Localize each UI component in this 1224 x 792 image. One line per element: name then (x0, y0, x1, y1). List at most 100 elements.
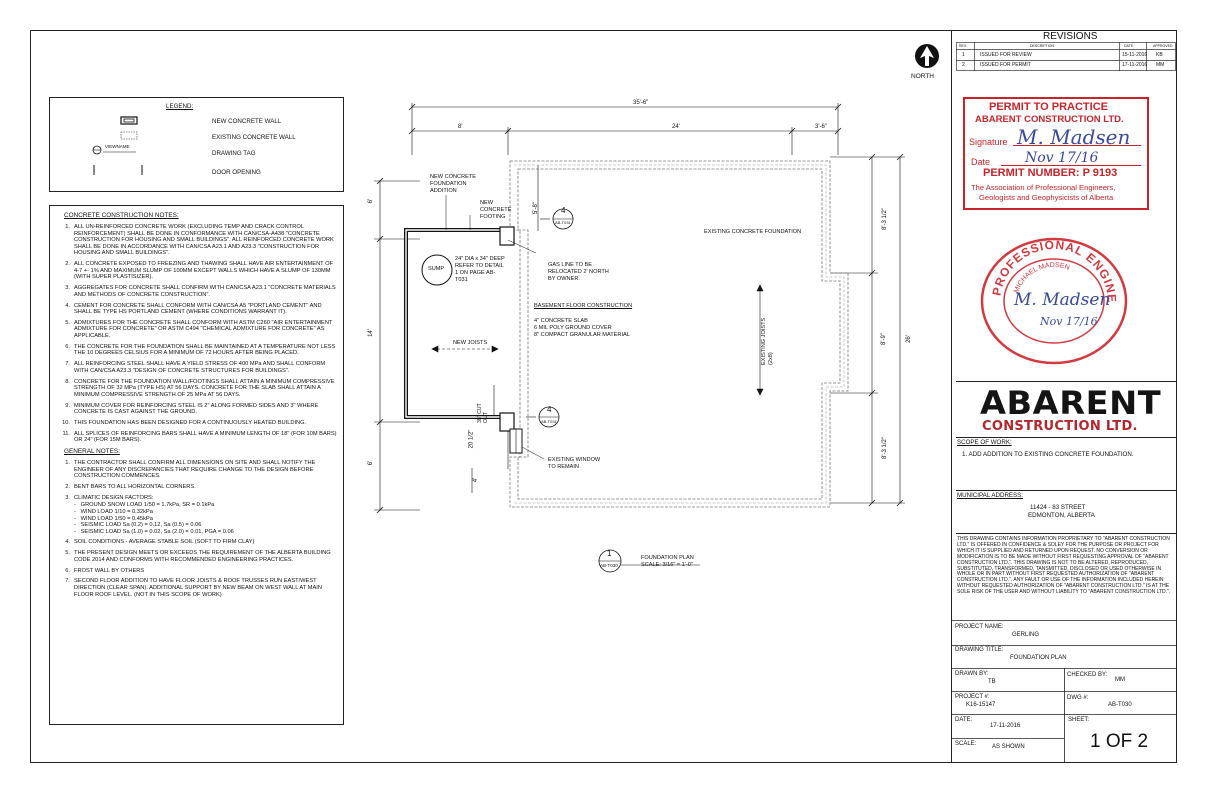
basement-title: BASEMENT FLOOR CONSTRUCTION (534, 303, 633, 309)
dimension-ticks (376, 103, 904, 514)
view-title: FOUNDATION PLAN (641, 555, 694, 561)
climatic-factor: - WIND LOAD 1/10 = 0.32kPa (74, 509, 153, 516)
dim-inner-bot: 20 1/2" (468, 429, 475, 449)
permit-stamp: PERMIT TO PRACTICE ABARENT CONSTRUCTION … (963, 97, 1149, 210)
rev-row-date: 17-11-2016 (1122, 62, 1148, 68)
new-wall-symbol (120, 116, 138, 125)
engineer-seal: PROFESSIONAL ENGINEER MICHAEL MADSEN M. … (978, 233, 1128, 365)
concrete-note: 9.MINIMUM COVER FOR REINFORCING STEEL IS… (65, 402, 319, 416)
dim-right-top: 8'-3 1/2" (881, 208, 888, 230)
company-logo-subtitle: CONSTRUCTION LTD. (982, 419, 1138, 434)
sump-circle (421, 254, 453, 286)
dim-left-seg: 8' (458, 124, 463, 130)
rev-row-num: 1 (962, 52, 965, 58)
revisions-grid (956, 42, 1176, 71)
legend-tag-sample: VIEWNAME (105, 144, 130, 149)
legend-drawing-tag: DRAWING TAG (212, 150, 256, 157)
dim-cut-out: 38" CUT OUT (477, 403, 489, 423)
dim-left-top: 6' (368, 198, 375, 204)
seal-signature: M. Madsen (1013, 290, 1110, 310)
address-line1: 11424 - 83 STREET (1030, 504, 1086, 511)
rev-header-rev: REV. (959, 44, 967, 48)
climatic-factor: - SEISMIC LOAD Sa (0.2) = 0.12, Sa (0.5)… (74, 522, 202, 529)
drawing-title-label: DRAWING TITLE: (955, 647, 1004, 653)
legend-existing-wall: EXISTING CONCRETE WALL (212, 134, 296, 141)
rev-header-approved: APPROVED (1153, 44, 1173, 48)
drawing-tag-icon (92, 145, 136, 155)
permit-assoc-line2: Geologists and Geophysicists of Alberta (979, 193, 1114, 202)
legend-panel: LEGEND: NEW CONCRETE WALL EXISTING CONCR… (49, 97, 344, 192)
view-scale: SCALE: 3/16" = 1'-0" (641, 562, 693, 568)
concrete-note: 3.AGGREGATES FOR CONCRETE SHALL CONFIRM … (65, 285, 336, 298)
tag-bottom-sheet: AB-T031 (541, 419, 557, 424)
sheet-label: SHEET: (1068, 717, 1090, 723)
permit-title: PERMIT TO PRACTICE (989, 101, 1108, 113)
general-note: 5.THE PRESENT DESIGN MEETS OR EXCEEDS TH… (65, 550, 331, 563)
dim-mid-seg: 24' (672, 124, 680, 130)
notes-panel: CONCRETE CONSTRUCTION NOTES: 1.ALL UN-RE… (49, 205, 344, 725)
company-logo-text: ABARENT (980, 384, 1162, 422)
north-label: NORTH (911, 73, 934, 80)
dim-left-mid: 14' (367, 329, 374, 337)
joist-arrows (431, 284, 764, 396)
permit-date: Nov 17/16 (1025, 150, 1099, 166)
title-block-grid (951, 620, 1177, 763)
concrete-note: 5.ADMIXTURES FOR THE CONCRETE SHALL CONF… (65, 319, 333, 340)
climatic-factor: - SEISMIC LOAD Sa (1.0) = 0.02, Sa (2.0)… (74, 528, 234, 535)
dim-right-mid: 8'-9" (880, 333, 887, 345)
note-gas-line: GAS LINE TO BE RELOCATED 2' NORTH BY OWN… (548, 262, 609, 282)
general-note: 2.BENT BARS TO ALL HORIZONTAL CORNERS. (65, 484, 196, 491)
legal-rule (956, 533, 1177, 534)
rev-header-date: DATE (1124, 44, 1134, 48)
project-name-label: PROJECT NAME: (955, 624, 1004, 630)
dim-left-bot: 6' (368, 460, 375, 466)
general-note: 1.THE CONTRACTOR SHALL CONFIRM ALL DIMEN… (65, 460, 316, 480)
scale-value: AS SHOWN (992, 744, 1025, 750)
address-rule (956, 490, 1177, 491)
general-notes-title: GENERAL NOTES: (64, 448, 120, 456)
dim-right-seg: 3'-6" (815, 124, 827, 130)
rev-row-date: 15-11-2016 (1122, 52, 1148, 58)
permit-date-line (1001, 165, 1141, 166)
legend-door-opening: DOOR OPENING (212, 169, 261, 176)
sheet-value: 1 OF 2 (1090, 731, 1149, 752)
general-note: 3.CLIMATIC DESIGN FACTORS: (65, 494, 154, 501)
note-existing-joists: EXISTING JOISTS (2x8) (761, 317, 774, 365)
dim-small-4: 4' (473, 477, 480, 483)
drawn-by-label: DRAWN BY: (955, 671, 989, 677)
note-existing-window: EXISTING WINDOW TO REMAIN (548, 457, 601, 470)
logo-top-rule (956, 381, 1177, 382)
tag-bottom-number: 4 (547, 405, 552, 414)
permit-company: ABARENT CONSTRUCTION LTD. (975, 114, 1124, 125)
legal-text: THIS DRAWING CONTAINS INFORMATION PROPRI… (957, 536, 1171, 596)
rev-row-desc: ISSUED FOR REVIEW (980, 52, 1032, 58)
checked-by-value: MM (1115, 677, 1125, 683)
foundation-plan-drawing (374, 103, 905, 573)
dimension-lines (374, 103, 905, 511)
dwg-value: AB-T030 (1108, 702, 1132, 708)
leader-lines (445, 195, 545, 460)
concrete-note: 2.ALL CONCRETE EXPOSED TO FREEZING AND T… (65, 261, 334, 281)
view-tag-number: 1 (607, 549, 612, 558)
dim-right-overall: 26' (905, 335, 912, 343)
tag-top-sheet: AB-T031 (555, 220, 571, 225)
note-existing-foundation: EXISTING CONCRETE FOUNDATION (704, 229, 802, 235)
general-note: 4.SOIL CONDITIONS - AVERAGE STABLE SOIL … (65, 539, 255, 546)
note-new-wall: NEW CONCRETE FOUNDATION ADDITION (430, 174, 476, 194)
rev-row-desc: ISSUED FOR PERMIT (980, 62, 1031, 68)
tag-top-number: 4 (561, 206, 566, 215)
basement-line: 8" COMPACT GRANULAR MATERIAL (534, 332, 630, 338)
scale-label: SCALE: (955, 741, 977, 747)
dim-inner-top: 5'-8" (532, 202, 539, 214)
climatic-factor: - GROUND SNOW LOAD 1/50 = 1.7kPa, SR = 0… (74, 502, 215, 509)
permit-number: PERMIT NUMBER: P 9193 (983, 167, 1118, 179)
view-tag-circle (598, 549, 700, 573)
section-tag-top (540, 208, 574, 230)
concrete-note: 6.THE CONCRETE FOR THE FOUNDATION SHALL … (65, 343, 336, 357)
rev-header-desc: DESCRIPTION (1030, 44, 1054, 48)
note-new-footing: NEW CONCRETE FOOTING (480, 200, 512, 220)
address-line2: EDMONTON, ALBERTA (1028, 512, 1095, 519)
dim-overall: 35'-6" (633, 100, 649, 106)
legend-new-wall: NEW CONCRETE WALL (212, 118, 282, 125)
